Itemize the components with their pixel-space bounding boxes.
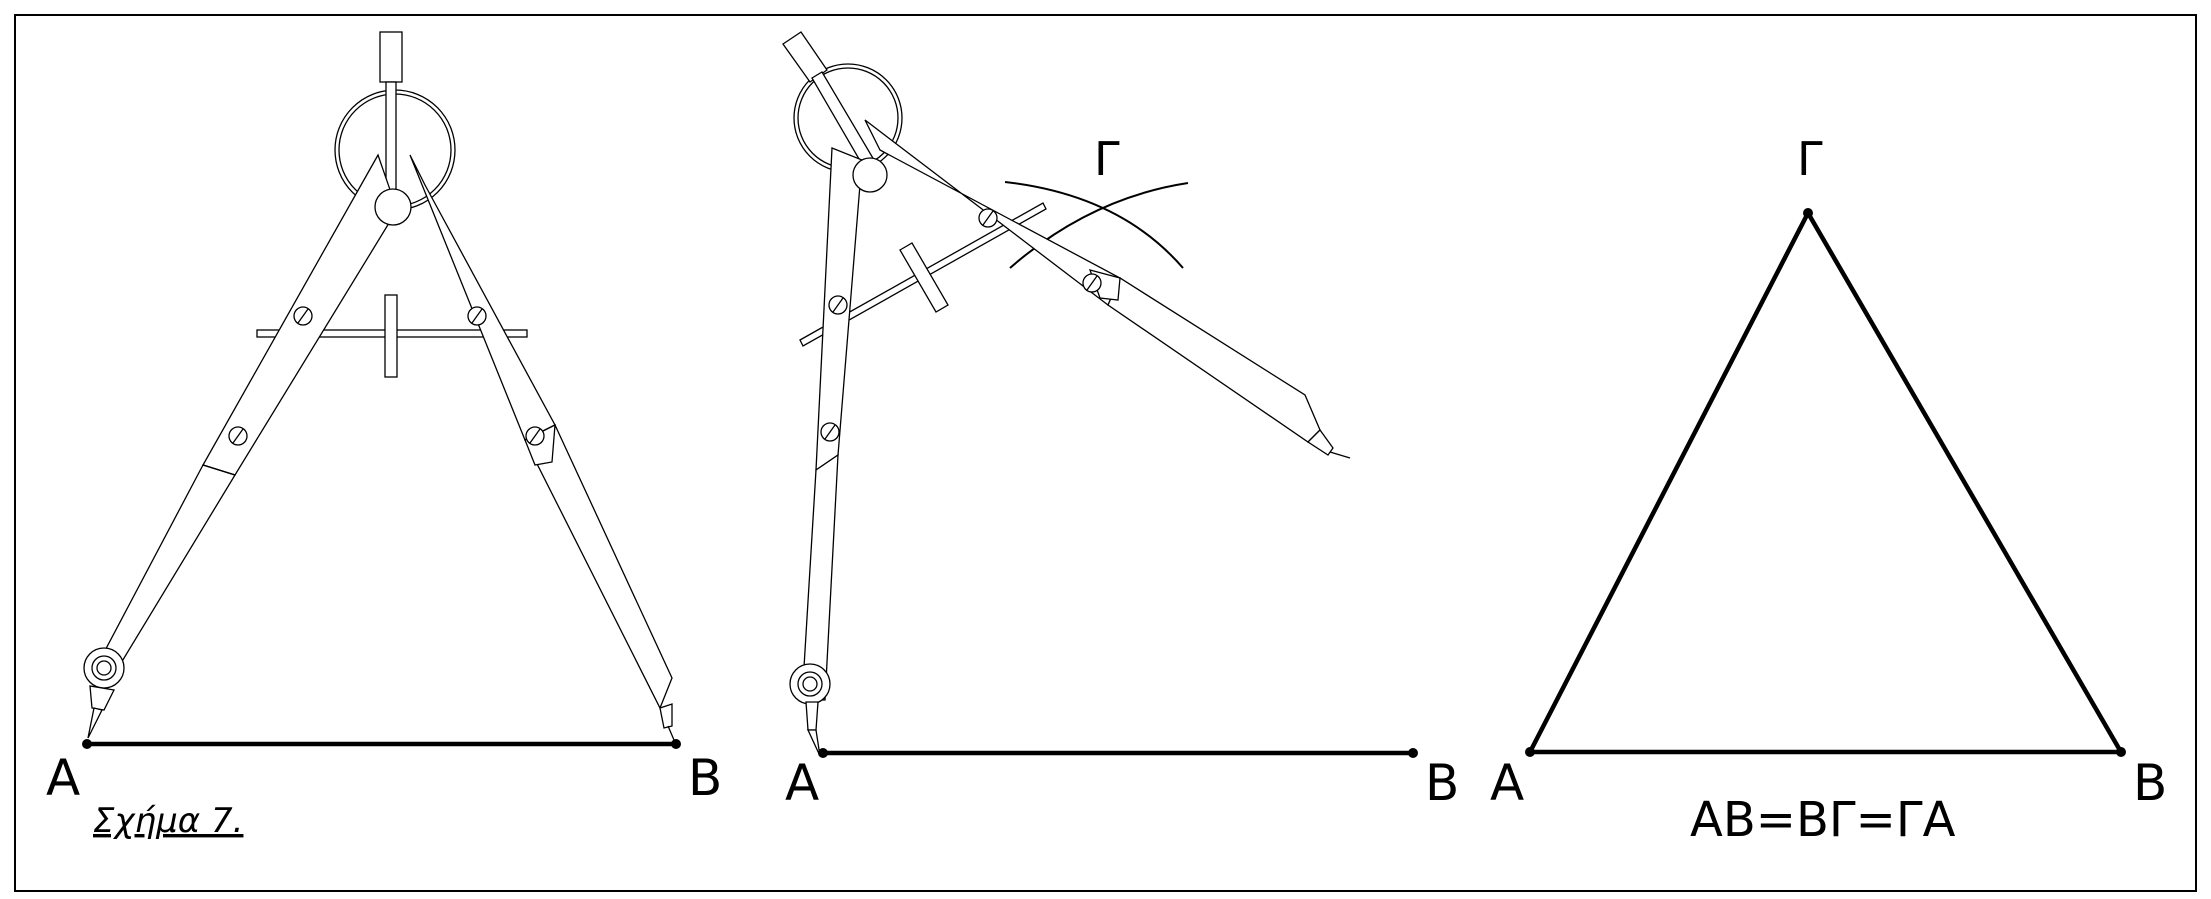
point-a-1 bbox=[82, 739, 92, 749]
label-b-1: B bbox=[688, 749, 722, 807]
point-a-3 bbox=[1525, 747, 1535, 757]
panel-1: A B Σχήμα 7. bbox=[46, 31, 722, 841]
figure-frame bbox=[14, 14, 2197, 892]
point-b-1 bbox=[671, 739, 681, 749]
label-b-2: B bbox=[1425, 754, 1459, 812]
label-a-3: A bbox=[1490, 754, 1524, 812]
panel-3: A B Γ AB=BΓ=ΓA bbox=[1490, 132, 2167, 848]
point-b-3 bbox=[2116, 747, 2126, 757]
equilateral-triangle bbox=[1527, 210, 2124, 755]
arc-from-b bbox=[1009, 182, 1189, 269]
compass-2-icon bbox=[782, 31, 1351, 757]
equation-text: AB=BΓ=ΓA bbox=[1690, 792, 1956, 848]
label-a-1: A bbox=[46, 749, 80, 807]
point-a-2 bbox=[818, 748, 828, 758]
arc-from-a bbox=[1004, 181, 1184, 269]
label-b-3: B bbox=[2133, 754, 2167, 812]
figure-caption: Σχήμα 7. bbox=[93, 801, 243, 841]
point-b-2 bbox=[1408, 748, 1418, 758]
label-c-2: Γ bbox=[1094, 132, 1120, 186]
label-c-3: Γ bbox=[1797, 132, 1823, 186]
panel-2: A B Γ bbox=[782, 31, 1459, 812]
label-a-2: A bbox=[785, 754, 819, 812]
point-c-3 bbox=[1803, 208, 1813, 218]
compass-1-icon bbox=[83, 31, 675, 741]
